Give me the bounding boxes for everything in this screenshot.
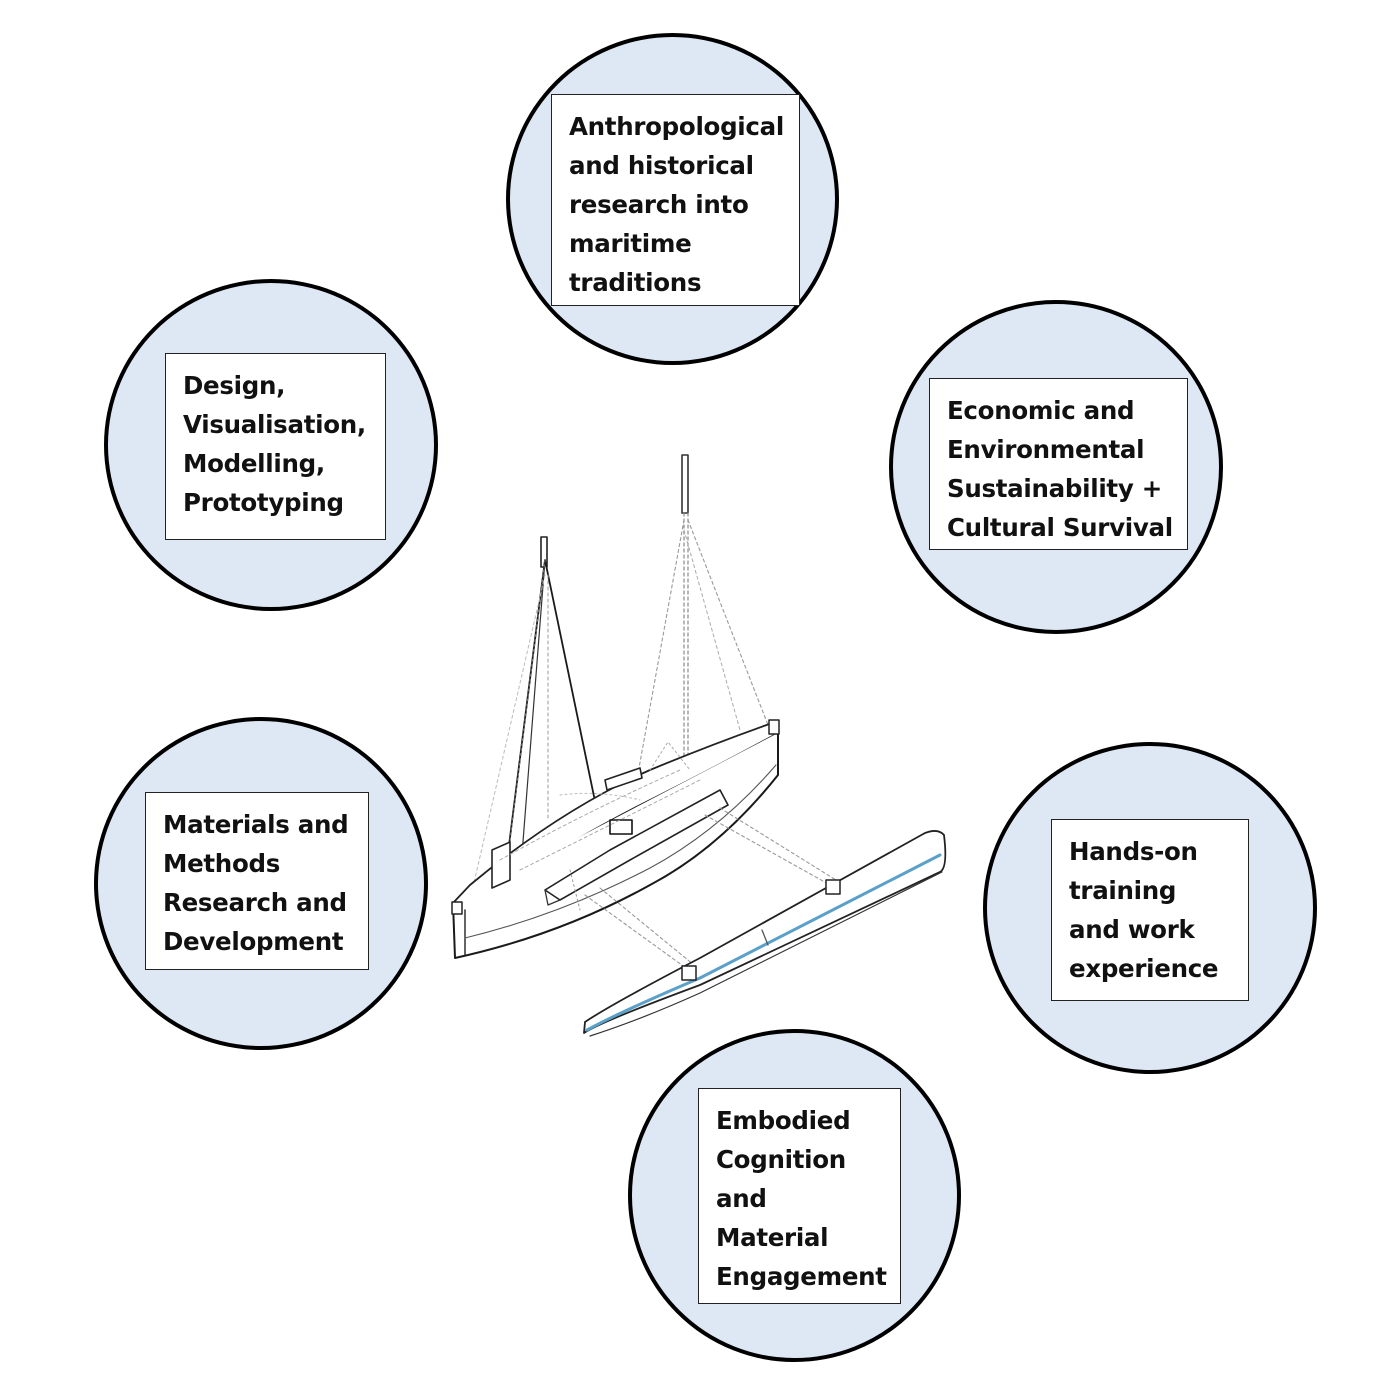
label-box-materials: Materials and Methods Research and Devel… xyxy=(145,792,369,970)
label-hands-on: Hands-on training and work experience xyxy=(1069,837,1219,983)
label-design: Design, Visualisation, Modelling, Protot… xyxy=(183,371,366,517)
outrigger-float xyxy=(583,830,947,1037)
label-box-design: Design, Visualisation, Modelling, Protot… xyxy=(165,353,386,540)
main-hull xyxy=(451,719,780,959)
outrigger-canoe-illustration xyxy=(451,454,947,1037)
label-box-embodied: Embodied Cognition and Material Engageme… xyxy=(698,1088,901,1304)
label-box-economic: Economic and Environmental Sustainabilit… xyxy=(929,378,1188,550)
outrigger-booms xyxy=(584,807,837,969)
rear-mast xyxy=(634,454,771,791)
label-materials: Materials and Methods Research and Devel… xyxy=(163,810,349,956)
label-box-anthropological: Anthropological and historical research … xyxy=(551,94,800,306)
label-anthropological: Anthropological and historical research … xyxy=(569,112,784,297)
label-box-hands-on: Hands-on training and work experience xyxy=(1051,819,1249,1001)
label-embodied: Embodied Cognition and Material Engageme… xyxy=(716,1106,887,1291)
label-economic: Economic and Environmental Sustainabilit… xyxy=(947,396,1173,542)
